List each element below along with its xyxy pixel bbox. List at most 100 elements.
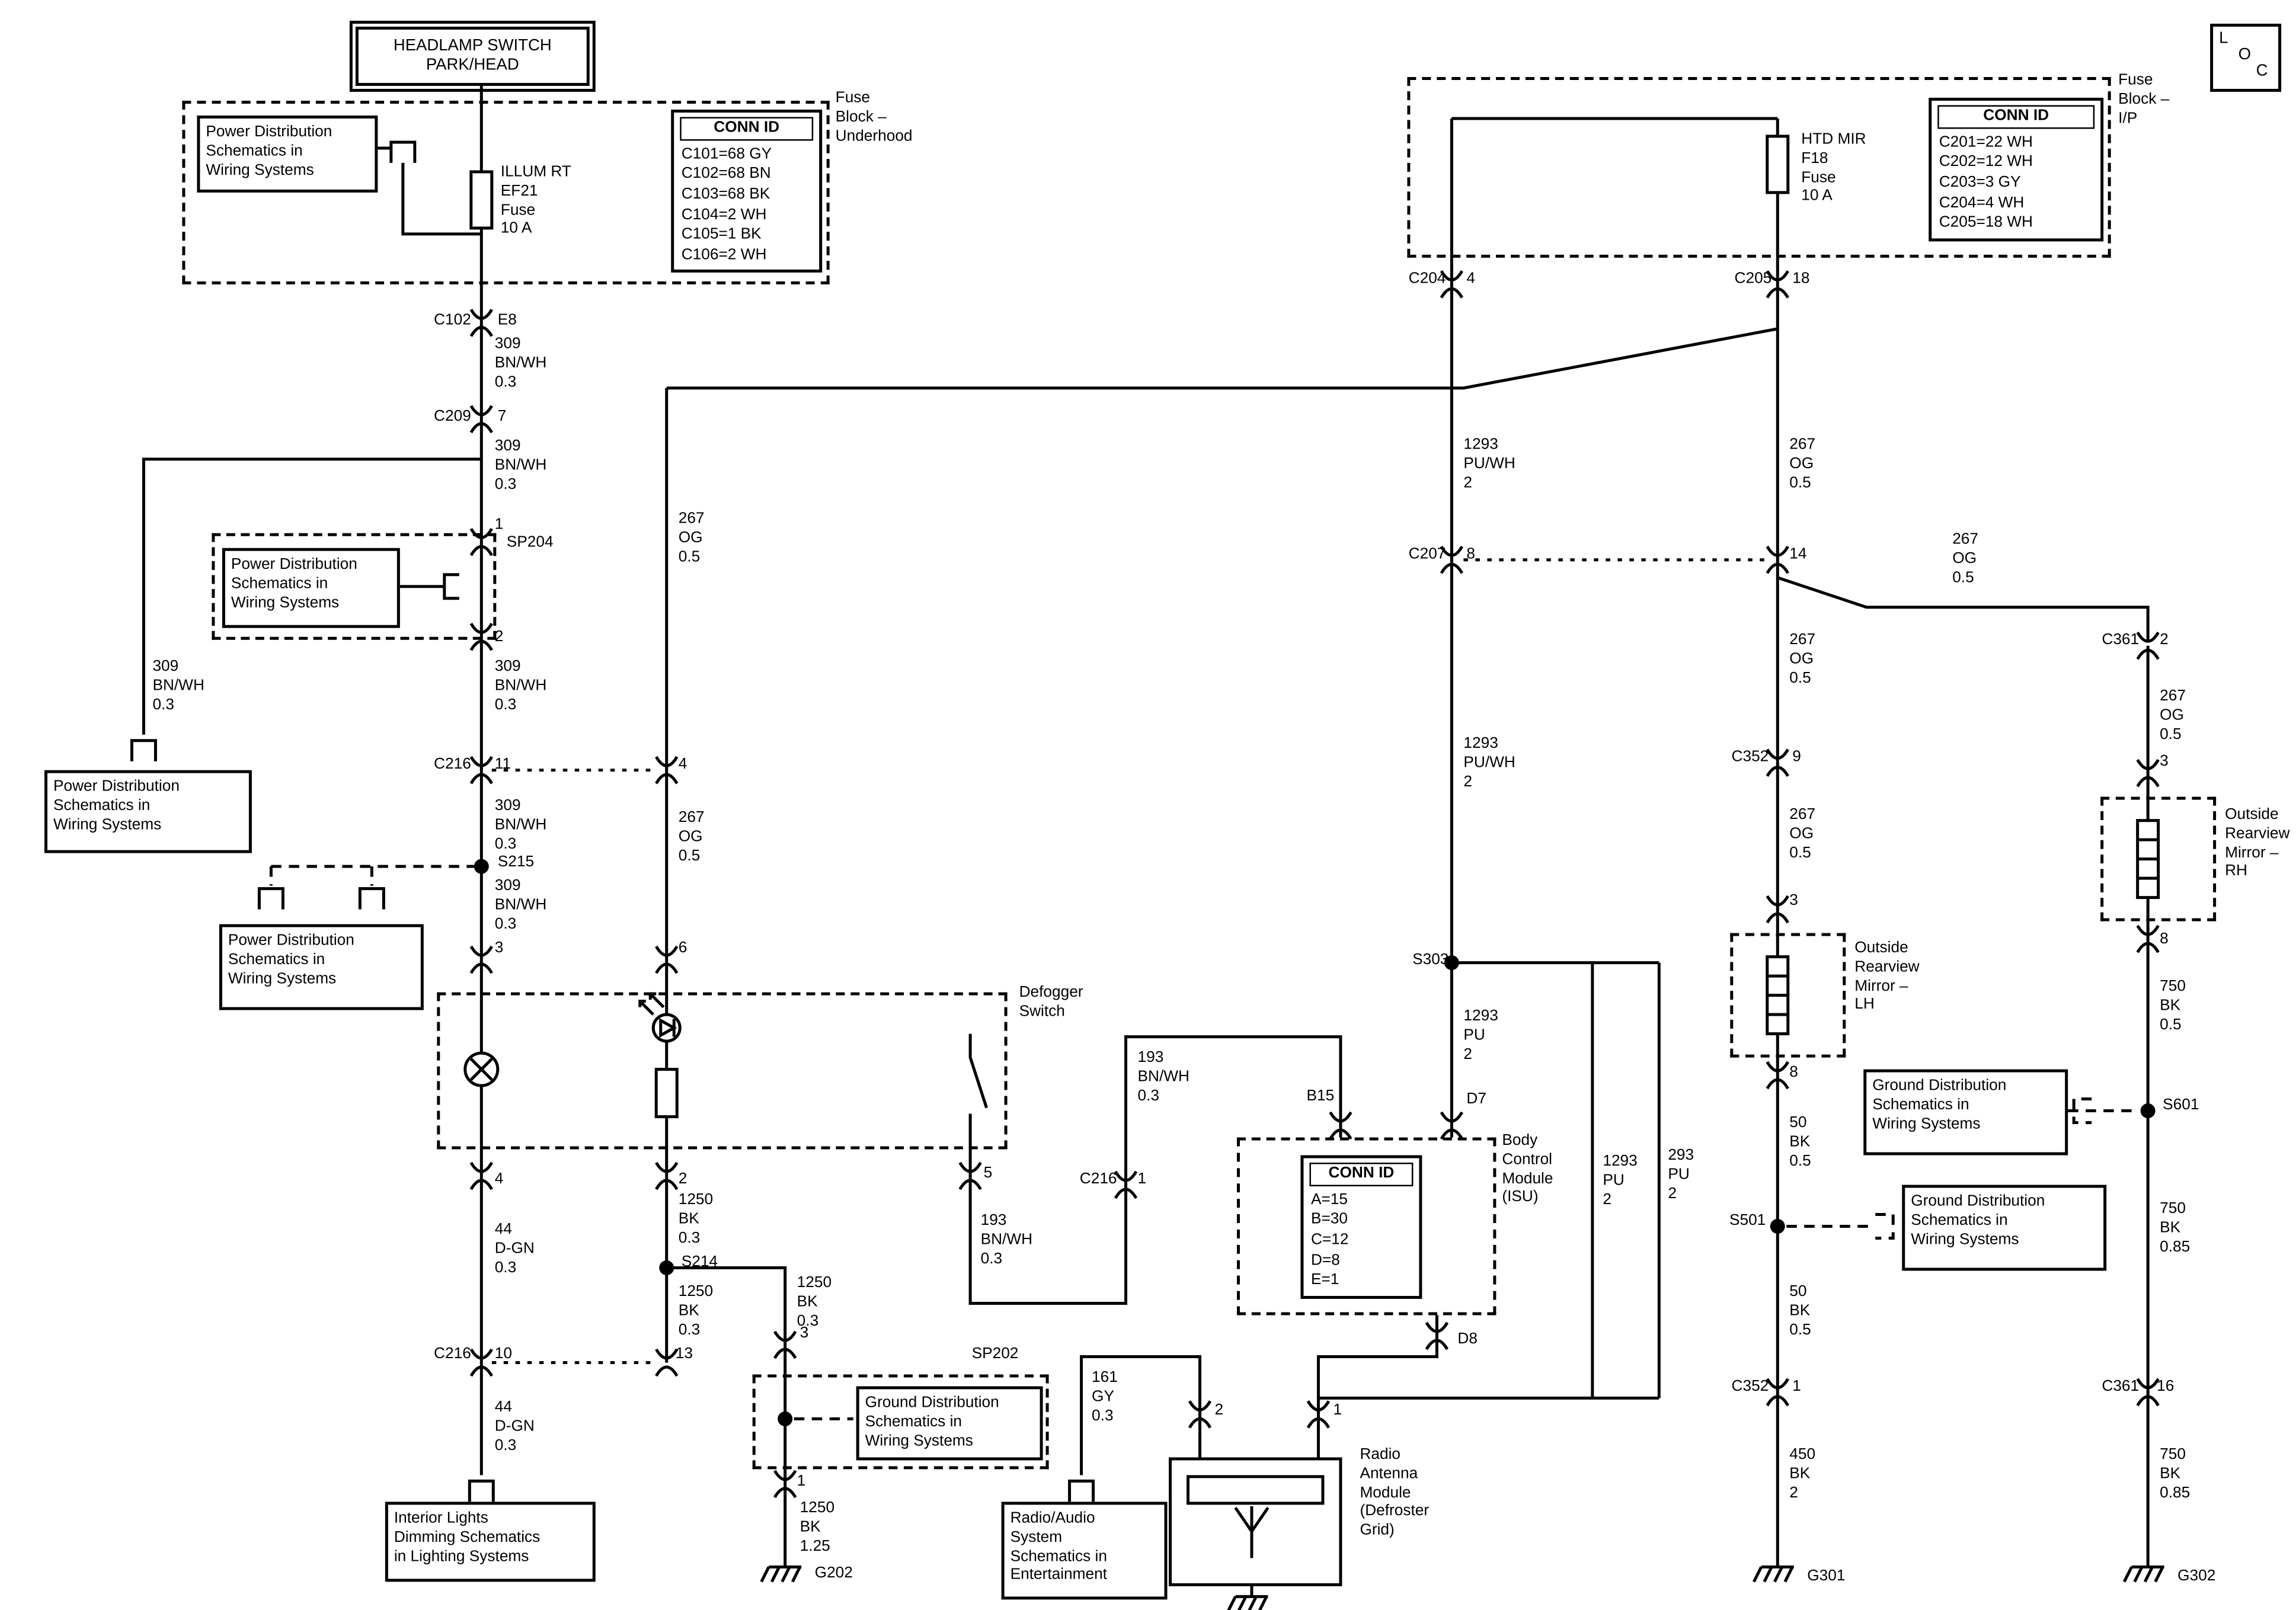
conn-id-header: CONN ID (1937, 105, 2095, 129)
conn-id-row: C204=4 WH (1939, 193, 2025, 212)
wire-label-193: 193 BN/WH 0.3 (1137, 1048, 1190, 1105)
offpage-connector-symbol (259, 889, 283, 910)
pin-label-5: 5 (983, 1164, 993, 1182)
conn-id-row: D=8 (1310, 1250, 1340, 1269)
wire-label-267: 267 OG 0.5 (2160, 687, 2186, 743)
pin-label-1: 1 (1333, 1401, 1342, 1419)
fuse-block-ip-label: Fuse Block – I/P (2118, 71, 2170, 127)
mirror-lh-box (1730, 933, 1846, 1058)
pin-label-11: 11 (494, 755, 511, 773)
conn-id-row: C=12 (1310, 1230, 1349, 1249)
bcm-box (1236, 1137, 1496, 1315)
wire-label-750-heavy: 750 BK 0.85 (2160, 1445, 2191, 1502)
fuse-block-underhood-label: Fuse Block – Underhood (835, 88, 913, 145)
wire-label-1250: 1250 BK 0.3 (797, 1273, 832, 1330)
conn-id-row: A=15 (1310, 1190, 1348, 1208)
connector-label-c361: C361 (2102, 630, 2140, 649)
wire-267-branch-rh (1777, 576, 2150, 640)
wire-label-1250-heavy: 1250 BK 1.25 (800, 1499, 835, 1555)
conn-id-row: C101=68 GY (681, 145, 772, 163)
wire-label-161: 161 GY 0.3 (1092, 1368, 1118, 1425)
conn-id-row: C103=68 BK (681, 185, 770, 203)
wire-label-1293pu: 1293 PU 2 (1603, 1152, 1638, 1208)
pin-label-2: 2 (678, 1170, 687, 1188)
connector-label-c216: C216 (434, 1345, 471, 1363)
defogger-switch-box (437, 992, 1008, 1150)
conn-id-row: C201=22 WH (1939, 133, 2033, 151)
wire-pd-top-link (378, 146, 482, 236)
wire-defogger-switch-feed (968, 1033, 1342, 1305)
ground-symbol-g302 (2124, 1558, 2164, 1582)
pin-label-8: 8 (1789, 1063, 1798, 1081)
headlamp-switch-box: HEADLAMP SWITCH PARK/HEAD (349, 20, 596, 92)
wire-267-horizontal (666, 327, 1778, 390)
pin-label-18: 18 (1792, 269, 1810, 287)
ground-symbol-antenna (1228, 1587, 1268, 1610)
wire-s601-link (2068, 1097, 2140, 1125)
antenna-module-box (1169, 1457, 1342, 1586)
fuse-block-underhood-box (182, 100, 830, 284)
pin-label-4: 4 (494, 1170, 504, 1188)
offpage-connector-symbol (360, 889, 383, 910)
pin-label-2: 2 (2160, 630, 2169, 649)
splice-label-s215: S215 (497, 853, 535, 871)
splice-dot-sp202 (778, 1411, 793, 1426)
wire-label-309: 309 BN/WH 0.3 (494, 334, 547, 391)
loc-letter-c: C (2256, 62, 2268, 80)
ground-dist-ref-s501: Ground Distribution Schematics in Wiring… (1902, 1185, 2107, 1271)
wire-label-750: 750 BK 0.5 (2160, 977, 2186, 1033)
pin-label-8: 8 (2160, 930, 2169, 948)
wire-label-309: 309 BN/WH 0.3 (494, 796, 547, 853)
pin-label-2: 2 (494, 628, 504, 646)
power-dist-ref-s215: Power Distribution Schematics in Wiring … (219, 924, 424, 1010)
ground-label-g301: G301 (1807, 1567, 1846, 1585)
offpage-connector-symbol (1070, 1481, 1093, 1502)
pin-label-8: 8 (1466, 545, 1476, 563)
conn-id-row: C106=2 WH (681, 245, 767, 264)
sp202-box (752, 1374, 1049, 1470)
wire-label-450: 450 BK 2 (1789, 1445, 1816, 1502)
wire-label-1250: 1250 BK 0.3 (678, 1190, 714, 1247)
wire-label-309: 309 BN/WH 0.3 (494, 437, 547, 493)
splice-dot-s214 (659, 1260, 674, 1275)
led-indicator-symbol (638, 992, 682, 1043)
radio-audio-ref: Radio/Audio System Schematics in Enterta… (1001, 1502, 1168, 1600)
conn-id-row: C202=12 WH (1939, 153, 2033, 171)
conn-id-header: CONN ID (680, 117, 814, 140)
wire-label-1250: 1250 BK 0.3 (678, 1282, 714, 1339)
wire-label-44: 44 D-GN 0.3 (494, 1220, 535, 1276)
splice-dot-s303 (1444, 955, 1459, 971)
offpage-connector-symbol (132, 741, 155, 761)
splice-label-s501: S501 (1729, 1211, 1766, 1230)
loc-box: L O C (2210, 23, 2282, 92)
splice-label-sp202: SP202 (971, 1345, 1019, 1363)
splice-dot-s601 (2140, 1103, 2156, 1119)
conn-id-row: B=30 (1310, 1210, 1348, 1228)
conn-id-header: CONN ID (1309, 1163, 1414, 1186)
wire-label-1293puwh: 1293 PU/WH 2 (1463, 734, 1515, 790)
wire-label-267: 267 OG 0.5 (1789, 805, 1816, 862)
connector-label-c205: C205 (1734, 269, 1772, 287)
conn-id-row: E=1 (1310, 1270, 1339, 1289)
ground-dist-ref-s601: Ground Distribution Schematics in Wiring… (1863, 1069, 2068, 1156)
splice-label-sp204: SP204 (506, 533, 554, 551)
pin-label-1: 1 (797, 1472, 806, 1490)
connector-label-c352: C352 (1731, 748, 1769, 766)
fuse-htdmir-symbol (1766, 135, 1790, 194)
splice-dot-s215 (474, 859, 489, 874)
wire-label-44: 44 D-GN 0.3 (494, 1398, 535, 1454)
wire-antenna-internal (1234, 1506, 1269, 1588)
wire-antenna-161 (1080, 1355, 1202, 1475)
conn-id-row: C104=2 WH (681, 205, 767, 223)
connector-label-c209: C209 (434, 407, 471, 425)
wire-label-293pu: 293 PU 2 (1668, 1146, 1694, 1202)
wire-label-1293puwh: 1293 PU/WH 2 (1463, 435, 1515, 491)
wire-branch-pd-left (142, 457, 482, 735)
conn-id-table-bcm: CONN ID A=15 B=30 C=12 D=8 E=1 (1300, 1155, 1422, 1299)
fuse-htdmir-label: HTD MIR F18 Fuse 10 A (1801, 130, 1866, 205)
pin-label-d7: D7 (1466, 1090, 1486, 1108)
pin-label-3: 3 (1789, 891, 1798, 910)
connector-label-c216: C216 (434, 755, 471, 773)
wire-label-267: 267 OG 0.5 (1789, 435, 1816, 491)
